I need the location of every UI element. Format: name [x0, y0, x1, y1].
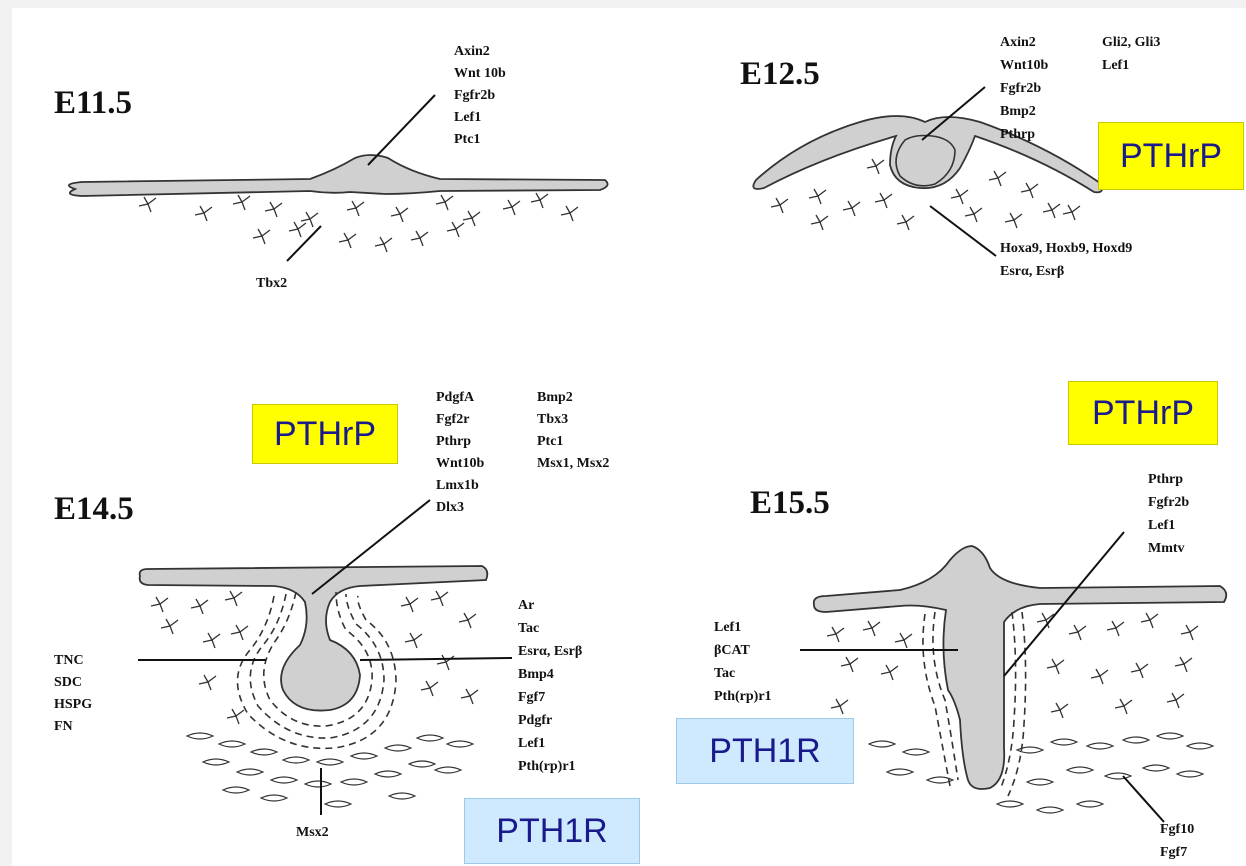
e14-gene-dlx3: Dlx3	[436, 500, 464, 515]
e15-condensed-mesenchyme	[869, 733, 1213, 813]
e14-pointer-right	[360, 658, 512, 660]
callout-pthrp-e14: PTHrP	[252, 404, 398, 464]
e11-mesenchyme	[139, 193, 578, 252]
e14-gene-pthrp: Pthrp	[436, 434, 471, 449]
e12-gene-esr: Esrα, Esrβ	[1000, 264, 1064, 279]
e14-gene-tbx3: Tbx3	[537, 412, 568, 427]
e14-gene-msx: Msx1, Msx2	[537, 456, 609, 471]
e12-gene-lef1: Lef1	[1102, 58, 1129, 73]
e15-gene-pthrp: Pthrp	[1148, 472, 1183, 487]
stage-label-e15: E15.5	[750, 485, 830, 521]
stage-label-e14: E14.5	[54, 491, 134, 527]
e12-hox-pointer	[930, 206, 996, 256]
e14-gene-tac: Tac	[518, 621, 539, 636]
e14-condensed-mesenchyme	[187, 733, 473, 807]
e14-gene-ptc1: Ptc1	[537, 434, 563, 449]
e14-gene-esr: Esrα, Esrβ	[518, 644, 582, 659]
e15-gene-fgf10: Fgf10	[1160, 822, 1194, 837]
e15-gene-mmtv: Mmtv	[1148, 541, 1185, 556]
e14-gene-fgf2r: Fgf2r	[436, 412, 469, 427]
e15-gene-lef1: Lef1	[1148, 518, 1175, 533]
callout-pthrp-e15: PTHrP	[1068, 381, 1218, 445]
e15-gene-lef1-left: Lef1	[714, 620, 741, 635]
stage-label-e11: E11.5	[54, 85, 132, 121]
e14-gene-ar: Ar	[518, 598, 534, 613]
e15-pointer-bottom	[1123, 776, 1164, 822]
e14-gene-wnt10b: Wnt10b	[436, 456, 484, 471]
e15-gene-tac: Tac	[714, 666, 735, 681]
e14-gene-lmx1b: Lmx1b	[436, 478, 479, 493]
e12-gene-axin2: Axin2	[1000, 35, 1036, 50]
e14-gene-pdgfa: PdgfA	[436, 390, 475, 405]
callout-pth1r-e15: PTH1R	[676, 718, 854, 784]
e14-gene-bmp4: Bmp4	[518, 667, 554, 682]
e11-gene-tbx2: Tbx2	[256, 276, 287, 291]
e15-gene-fgfr2b: Fgfr2b	[1148, 495, 1189, 510]
e11-tbx2-pointer	[287, 226, 321, 261]
e14-gene-sdc: SDC	[54, 675, 82, 690]
e14-gene-lef1: Lef1	[518, 736, 545, 751]
e12-gene-pthrp: Pthrp	[1000, 127, 1035, 142]
e12-gene-gli: Gli2, Gli3	[1102, 35, 1160, 50]
e14-epithelium	[140, 566, 488, 711]
e11-epithelium	[69, 155, 608, 196]
e15-gene-fgf7: Fgf7	[1160, 845, 1187, 860]
e12-gene-bmp2: Bmp2	[1000, 104, 1036, 119]
e14-gene-fgf7: Fgf7	[518, 690, 545, 705]
e15-gene-pthrpr1: Pth(rp)r1	[714, 689, 772, 704]
e14-gene-pdgfr: Pdgfr	[518, 713, 552, 728]
e11-pointer-line	[368, 95, 435, 165]
e14-gene-bmp2: Bmp2	[537, 390, 573, 405]
e14-gene-msx2: Msx2	[296, 825, 329, 840]
e11-gene-axin2: Axin2	[454, 44, 490, 59]
e11-gene-lef1: Lef1	[454, 110, 481, 125]
e15-epithelium	[814, 546, 1227, 789]
e11-gene-wnt10b: Wnt 10b	[454, 66, 506, 81]
e12-gene-wnt10b: Wnt10b	[1000, 58, 1048, 73]
stage-label-e12: E12.5	[740, 56, 820, 92]
e14-gene-hspg: HSPG	[54, 697, 92, 712]
e11-gene-fgfr2b: Fgfr2b	[454, 88, 495, 103]
e12-gene-fgfr2b: Fgfr2b	[1000, 81, 1041, 96]
callout-pth1r-e14: PTH1R	[464, 798, 640, 864]
e14-gene-tnc: TNC	[54, 653, 84, 668]
e12-gene-hox: Hoxa9, Hoxb9, Hoxd9	[1000, 241, 1132, 256]
callout-pthrp-e12: PTHrP	[1098, 122, 1244, 190]
e11-gene-ptc1: Ptc1	[454, 132, 480, 147]
e14-gene-pthrpr1: Pth(rp)r1	[518, 759, 576, 774]
e14-gene-fn: FN	[54, 719, 73, 734]
e15-gene-bcat: βCAT	[714, 643, 751, 658]
